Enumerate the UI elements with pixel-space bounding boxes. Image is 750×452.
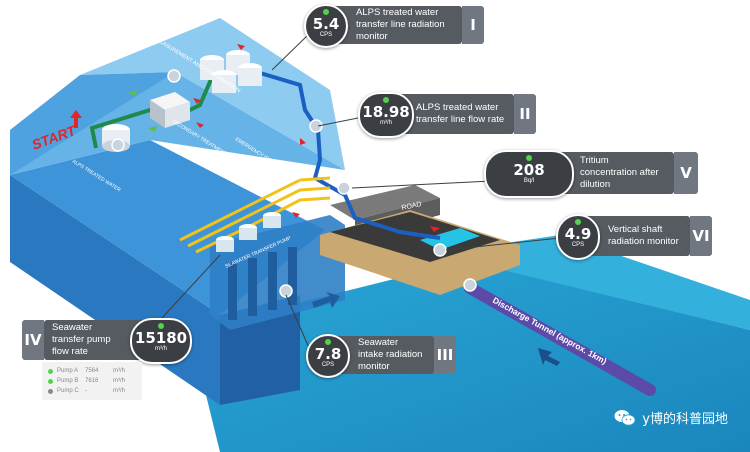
callout-tritium: Tritium concentration after dilution V 2… bbox=[484, 150, 698, 198]
wechat-icon bbox=[614, 409, 636, 426]
pump-name: Pump A bbox=[57, 368, 79, 374]
shaft bbox=[420, 228, 480, 250]
pump-status-dot bbox=[48, 368, 53, 374]
callout-text: Seawater transfer pump flow rate bbox=[52, 322, 111, 357]
callout-roman: III bbox=[434, 336, 456, 374]
secondary-treatment-building bbox=[150, 92, 190, 128]
value: 15180 bbox=[134, 329, 188, 347]
measurement-tanks bbox=[200, 50, 262, 93]
value: 208 bbox=[513, 161, 545, 179]
value: 4.9 bbox=[564, 225, 592, 243]
pump-value: 7564 bbox=[85, 368, 99, 374]
monitor-markers bbox=[111, 69, 477, 298]
pump-name: Pump C bbox=[57, 388, 79, 394]
callout-roman: VI bbox=[690, 216, 712, 256]
unit: m³/h bbox=[380, 120, 392, 126]
pump-value: - bbox=[85, 388, 87, 394]
unit: m³/h bbox=[155, 346, 167, 352]
sea bbox=[190, 260, 750, 452]
callout-roman: IV bbox=[22, 320, 44, 360]
status-dot bbox=[323, 9, 329, 15]
intake-columns bbox=[228, 247, 297, 320]
status-dot bbox=[575, 219, 581, 225]
callout-text: Seawater intake radiation monitor bbox=[358, 337, 423, 372]
callout-shaft-radiation: Vertical shaft radiation monitor VI 4.9 … bbox=[556, 214, 712, 260]
unit: Bq/l bbox=[523, 178, 535, 184]
pump-status-dot bbox=[48, 378, 53, 384]
land-tier-upper bbox=[80, 18, 345, 170]
value-bubble: 208 Bq/l bbox=[484, 150, 574, 198]
callout-roman: I bbox=[462, 6, 484, 44]
unit: CPS bbox=[319, 32, 333, 38]
pump-name: Pump B bbox=[57, 378, 79, 384]
callout-pump-flow: IV Seawater transfer pump flow rate 1518… bbox=[22, 318, 192, 364]
value-bubble: 15180 m³/h bbox=[130, 318, 192, 364]
intake-arrow bbox=[312, 292, 340, 308]
unit: CPS bbox=[321, 362, 335, 368]
sea-far bbox=[460, 235, 750, 330]
road-block bbox=[330, 185, 440, 220]
value-bubble: 7.8 CPS bbox=[306, 334, 350, 378]
pump-row: Pump A 7564 m³/h bbox=[42, 366, 142, 376]
callout-text: ALPS treated water transfer line radiati… bbox=[356, 7, 445, 42]
pump-row: Pump B 7616 m³/h bbox=[42, 376, 142, 386]
pump-value: 7616 bbox=[85, 378, 99, 384]
callout-text: Tritium concentration after dilution bbox=[580, 155, 659, 190]
callout-text: ALPS treated water transfer line flow ra… bbox=[416, 102, 505, 125]
watermark-text: y博的科普园地 bbox=[642, 412, 728, 427]
discharge-tunnel bbox=[464, 282, 656, 396]
status-dot bbox=[325, 339, 331, 345]
road-label: ROAD bbox=[401, 201, 422, 212]
value-bubble: 18.98 m³/h bbox=[358, 92, 414, 138]
watermark: y博的科普园地 bbox=[614, 408, 728, 427]
callout-roman: II bbox=[514, 94, 536, 134]
value: 7.8 bbox=[314, 345, 342, 363]
value-bubble: 5.4 CPS bbox=[304, 4, 348, 48]
status-dot bbox=[158, 323, 164, 329]
pump-table: Pump A 7564 m³/h Pump B 7616 m³/h Pump C… bbox=[42, 362, 142, 400]
seawater-tanks bbox=[216, 212, 281, 252]
status-dot bbox=[526, 155, 532, 161]
transfer-line bbox=[249, 68, 441, 240]
callout-roman: V bbox=[674, 152, 698, 194]
pump-row: Pump C - m³/h bbox=[42, 386, 142, 396]
value: 5.4 bbox=[312, 15, 340, 33]
status-dot bbox=[383, 97, 389, 103]
pump-unit: m³/h bbox=[113, 388, 125, 394]
callout-intake-radiation: Seawater intake radiation monitor III 7.… bbox=[306, 334, 456, 378]
start-arrow bbox=[70, 110, 82, 128]
callout-text: Vertical shaft radiation monitor bbox=[608, 224, 679, 247]
flow-arrows bbox=[193, 44, 440, 232]
callout-transfer-radiation: ALPS treated water transfer line radiati… bbox=[304, 4, 484, 48]
pump-unit: m³/h bbox=[113, 378, 125, 384]
unit: CPS bbox=[571, 242, 585, 248]
callout-transfer-flow: ALPS treated water transfer line flow ra… bbox=[358, 92, 536, 138]
value: 18.98 bbox=[362, 103, 410, 121]
pump-status-dot bbox=[48, 388, 53, 394]
outflow-arrow bbox=[538, 348, 560, 366]
land-slope bbox=[10, 72, 175, 175]
green-flow-arrows bbox=[128, 90, 158, 132]
value-bubble: 4.9 CPS bbox=[556, 214, 600, 260]
intake-structure bbox=[210, 215, 345, 330]
pump-unit: m³/h bbox=[113, 368, 125, 374]
